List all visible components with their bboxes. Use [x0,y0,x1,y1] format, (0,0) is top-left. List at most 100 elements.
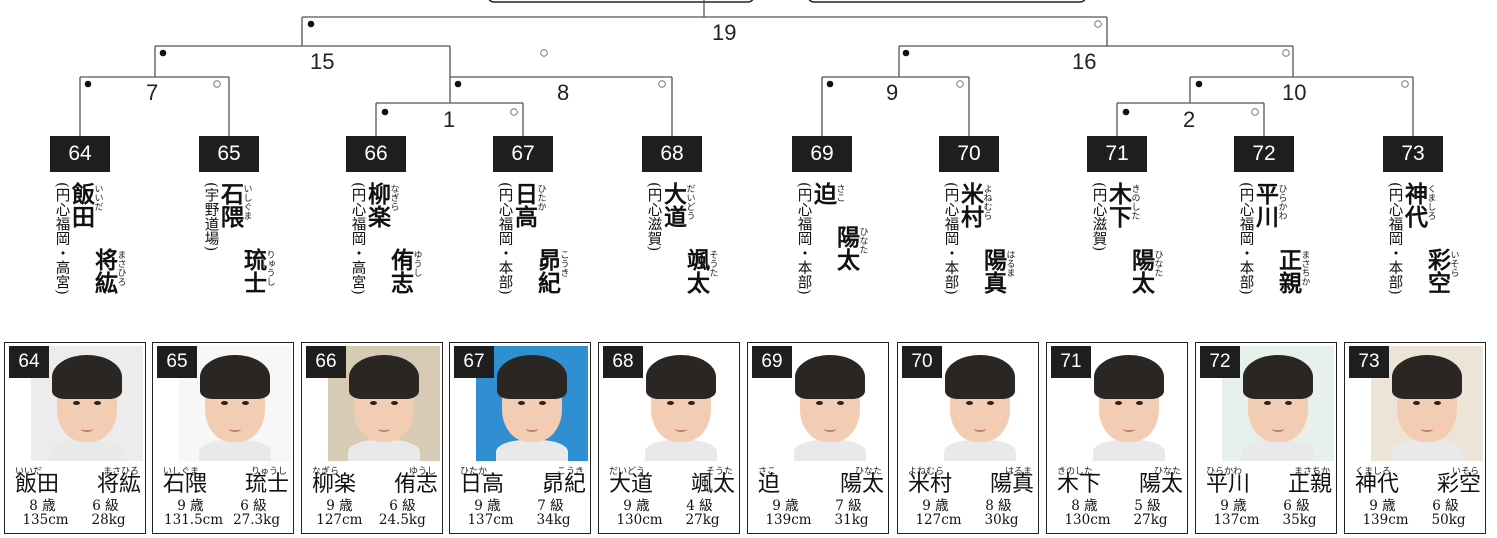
photo-hair [349,355,419,399]
bracket-slot-number: 65 [199,136,259,172]
card-family-name: 木下 [1057,472,1102,497]
card-family-name: 柳楽 [312,472,357,497]
match-number-2: 2 [1183,107,1195,132]
player-card: 64 いいだ まさひろ 飯田 将紘 8 歳 6 級 135cm 28kg [4,342,146,534]
vertical-given: 颯太 そうた [683,248,718,294]
card-given-name: 陽太 [1138,472,1183,497]
photo-body [944,440,1016,461]
player-weight: 35kg [1282,512,1317,528]
dojo-affiliation: (円心福岡・本部) [942,182,959,295]
photo-hair [52,355,122,399]
dojo-affiliation: (円心滋賀) [645,182,662,252]
photo-mouth [526,426,538,432]
player-rank: 5 級 [1134,498,1161,514]
card-given-name: 正親 [1287,472,1332,497]
photo-body [1242,440,1314,461]
age-rank: 9 歳 4 級 [605,499,731,514]
given-name-vertical: 陽太 [832,225,860,271]
bracket-lines [79,0,1414,136]
card-number: 70 [902,346,942,378]
given-name-vertical: 昴紀 [533,248,561,294]
card-family-kana: なぎら [312,467,340,477]
vertical-family: 神代 くましろ [1401,182,1436,228]
player-card: 72 ひらかわ まさちか 平川 正親 9 歳 6 級 137cm 35kg [1195,342,1337,534]
card-name: 神代 彩空 [1355,472,1481,497]
card-given-name: 陽真 [989,472,1034,497]
family-kana-vertical: ひらかわ [1276,184,1287,220]
vertical-given: 陽太 ひなた [1128,248,1163,294]
photo-mouth [824,426,836,432]
winner-markers [84,20,1409,116]
match-number-1: 1 [443,107,455,132]
player-photo [625,346,737,461]
player-age: 9 歳 [474,498,501,514]
player-rank: 6 級 [389,498,416,514]
given-kana-vertical: はるま [1004,250,1015,277]
given-kana-vertical: ゆうし [411,250,422,277]
vertical-name: 迫 さこ 陽太 ひなた [809,182,868,271]
card-name-kana: だいどう そうた [609,464,733,477]
bracket-player-name: 平川 ひらかわ 正親 まさちか (円心福岡・本部) [1238,182,1310,332]
tournament-bracket: 19 15 16 7 8 9 10 1 2 [79,0,1414,136]
given-name-vertical: 陽真 [979,248,1007,294]
card-given-kana: まさちか [1293,467,1330,477]
player-weight: 34kg [536,512,571,528]
card-family-kana: いいだ [15,467,43,477]
card-number: 68 [603,346,643,378]
top-bracket-box-right [808,0,1086,3]
card-number: 73 [1349,346,1389,378]
player-photo [924,346,1036,461]
player-card: 70 よねむら はるま 米村 陽真 9 歳 8 級 127cm 30kg [897,342,1039,534]
card-name: 日高 昴紀 [460,472,586,497]
height-weight: 130cm 27kg [1053,513,1179,528]
card-family-name: 平川 [1206,472,1251,497]
family-name-vertical: 飯田 [67,182,95,228]
card-given-kana: ゆうし [408,467,436,477]
photo-eye [94,401,101,405]
vertical-name: 米村 よねむら 陽真 はるま [957,182,1015,294]
family-kana-vertical: だいどう [684,184,695,220]
player-photo [774,346,886,461]
bracket-player-name: 日高 ひたか 昴紀 こうき (円心福岡・本部) [497,182,569,332]
player-weight: 27kg [685,512,720,528]
card-name: 平川 正親 [1206,472,1332,497]
card-family-kana: さこ [758,467,777,477]
player-photo [179,346,291,461]
photo-eye [1413,401,1420,405]
player-card: 68 だいどう そうた 大道 颯太 9 歳 4 級 130cm 27kg [598,342,740,534]
bracket-slot-number: 68 [642,136,702,172]
dojo-affiliation: (円心福岡・高宮) [349,182,366,295]
player-age: 9 歳 [922,498,949,514]
photo-hair [795,355,865,399]
player-photo [31,346,143,461]
vertical-name: 日高 ひたか 昴紀 こうき [511,182,569,294]
given-name-vertical: 琉士 [239,248,267,294]
card-given-kana: はるま [1004,467,1032,477]
player-height: 127cm [316,512,363,528]
photo-eye [1285,401,1292,405]
vertical-family: 米村 よねむら [957,182,992,228]
player-photo [328,346,440,461]
family-name-vertical: 迫 [809,182,837,205]
family-kana-vertical: くましろ [1425,184,1436,220]
card-number: 71 [1051,346,1091,378]
player-height: 139cm [1362,512,1409,528]
photo-eye [1115,401,1122,405]
card-name: 大道 颯太 [609,472,735,497]
match-number-7: 7 [146,80,158,105]
dojo-affiliation: (円心福岡・本部) [1386,182,1403,295]
age-rank: 9 歳 6 級 [1351,499,1477,514]
family-kana-vertical: ひたか [535,184,546,211]
player-height: 131.5cm [164,512,224,528]
photo-eye [1264,401,1271,405]
family-kana-vertical: きのした [1129,184,1140,220]
vertical-family: 木下 きのした [1105,182,1140,228]
given-kana-vertical: ひなた [1152,250,1163,277]
vertical-given: 陽太 ひなた [832,225,868,271]
photo-body [1093,440,1165,461]
vertical-family: 平川 ひらかわ [1252,182,1287,228]
card-name-kana: ひらかわ まさちか [1206,464,1330,477]
player-height: 137cm [1213,512,1260,528]
age-rank: 8 歳 6 級 [11,499,137,514]
player-photo [1222,346,1334,461]
